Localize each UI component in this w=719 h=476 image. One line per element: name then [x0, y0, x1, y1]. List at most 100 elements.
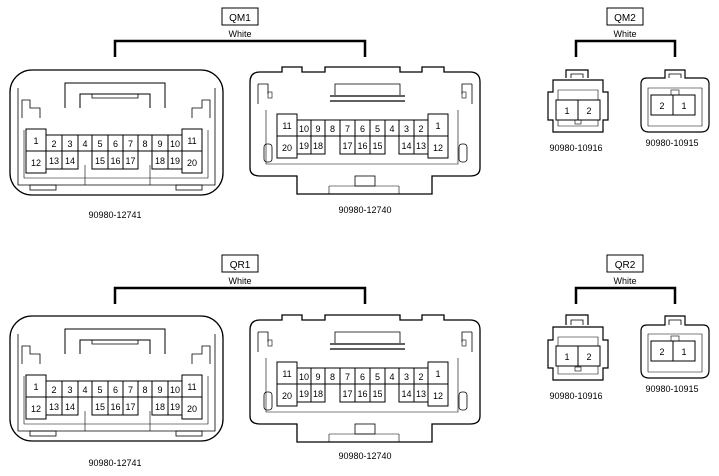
pin-label: 2 [418, 124, 423, 134]
pin-label: 11 [282, 369, 291, 379]
pin-label: 17 [342, 141, 352, 151]
qm1-left-part-number: 90980-12741 [88, 210, 141, 220]
pin-label: 20 [187, 404, 197, 414]
qr2-bracket [574, 286, 677, 304]
pin-label: 1 [33, 382, 38, 392]
pin-label: 1 [564, 106, 569, 116]
qr1-right-connector: 11 10 9 8 7 6 5 4 3 2 1 20 19 1 [249, 314, 481, 443]
qr2-color: White [613, 276, 636, 286]
pin-label: 12 [433, 143, 443, 153]
qm1-left-connector: 1 2 3 4 5 6 7 8 9 10 11 12 13 1 [9, 69, 224, 196]
pin-label: 8 [330, 124, 335, 134]
pin-label: 2 [586, 106, 591, 116]
pin-label: 4 [389, 372, 394, 382]
qr1-color: White [228, 276, 251, 286]
pin-label: 1 [681, 347, 686, 357]
qm2-right-part-number: 90980-10915 [645, 138, 698, 148]
pin-label: 19 [299, 141, 309, 151]
pin-label: 15 [95, 402, 105, 412]
pin-label: 12 [31, 404, 41, 414]
pin-label: 14 [65, 156, 75, 166]
group-qr2: QR2 White 1 2 90980-10916 2 1 90980-1091… [547, 254, 710, 401]
pin-label: 20 [187, 158, 197, 168]
qm1-color: White [228, 29, 251, 39]
pin-label: 9 [315, 124, 320, 134]
svg-text:QM2: QM2 [614, 13, 636, 24]
pin-label: 17 [342, 389, 352, 399]
pin-label: 13 [416, 141, 426, 151]
qm1-right-connector: 11 10 9 8 7 6 5 4 3 2 1 20 19 1 [249, 66, 481, 195]
qr1-left-connector: 1 2 3 4 5 6 7 8 9 10 11 12 13 1 [9, 315, 224, 442]
pin-label: 6 [360, 372, 365, 382]
pin-label: 12 [31, 158, 41, 168]
qr2-right-part-number: 90980-10915 [645, 384, 698, 394]
pin-label: 5 [97, 139, 102, 149]
pin-label: 15 [372, 389, 382, 399]
pin-label: 10 [170, 385, 180, 395]
pin-label: 20 [282, 391, 292, 401]
group-qm1: QM1 White 1 2 3 4 5 [9, 7, 481, 220]
pin-label: 10 [170, 139, 180, 149]
pin-label: 18 [313, 141, 323, 151]
pin-label: 5 [375, 372, 380, 382]
svg-text:QR1: QR1 [230, 260, 251, 271]
group-qm2: QM2 White 1 2 90980-10916 2 1 90980-1091… [547, 7, 710, 153]
pin-label: 2 [51, 139, 56, 149]
pin-label: 13 [49, 402, 59, 412]
qm2-left-connector: 1 2 [547, 69, 609, 133]
pin-label: 2 [51, 385, 56, 395]
pin-label: 1 [33, 136, 38, 146]
pin-label: 17 [125, 156, 135, 166]
qm2-color: White [613, 29, 636, 39]
qr1-tag: QR1 [221, 254, 259, 273]
pin-label: 18 [313, 389, 323, 399]
pin-label: 16 [357, 141, 367, 151]
pin-label: 7 [128, 139, 133, 149]
pin-label: 8 [142, 139, 147, 149]
pin-label: 5 [97, 385, 102, 395]
pin-label: 4 [389, 124, 394, 134]
pin-label: 18 [155, 156, 165, 166]
pin-label: 1 [435, 369, 440, 379]
pin-label: 10 [299, 124, 309, 134]
qm2-bracket [574, 39, 677, 57]
qr1-left-part-number: 90980-12741 [88, 458, 141, 468]
qr2-left-part-number: 90980-10916 [549, 391, 602, 401]
pin-label: 18 [155, 402, 165, 412]
qm1-tag: QM1 [221, 7, 259, 26]
pin-label: 14 [401, 141, 411, 151]
pin-label: 6 [113, 385, 118, 395]
pin-label: 14 [401, 389, 411, 399]
qm2-tag: QM2 [606, 7, 644, 26]
pin-label: 3 [404, 372, 409, 382]
pin-label: 2 [659, 347, 664, 357]
pin-label: 3 [67, 139, 72, 149]
pin-label: 2 [586, 352, 591, 362]
group-qr1: QR1 White 1 2 3 4 5 [9, 254, 481, 468]
pin-label: 17 [125, 402, 135, 412]
pin-label: 19 [299, 389, 309, 399]
pin-label: 11 [282, 121, 291, 131]
pin-label: 3 [404, 124, 409, 134]
pin-label: 10 [299, 372, 309, 382]
pin-label: 15 [95, 156, 105, 166]
svg-text:QM1: QM1 [229, 13, 251, 24]
qr2-right-connector: 2 1 [640, 315, 710, 379]
qr2-left-connector: 1 2 [547, 314, 609, 381]
pin-label: 4 [82, 139, 87, 149]
pin-label: 19 [170, 156, 180, 166]
qm2-left-part-number: 90980-10916 [549, 143, 602, 153]
pin-label: 2 [659, 101, 664, 111]
qr1-bracket [113, 286, 367, 304]
qr2-tag: QR2 [606, 254, 644, 273]
pin-label: 11 [187, 136, 196, 146]
pin-label: 1 [681, 101, 686, 111]
pin-label: 11 [187, 382, 196, 392]
pin-label: 20 [282, 143, 292, 153]
pin-label: 9 [157, 385, 162, 395]
pin-label: 9 [315, 372, 320, 382]
pin-label: 15 [372, 141, 382, 151]
pin-label: 1 [435, 121, 440, 131]
pin-label: 8 [142, 385, 147, 395]
pin-label: 8 [330, 372, 335, 382]
